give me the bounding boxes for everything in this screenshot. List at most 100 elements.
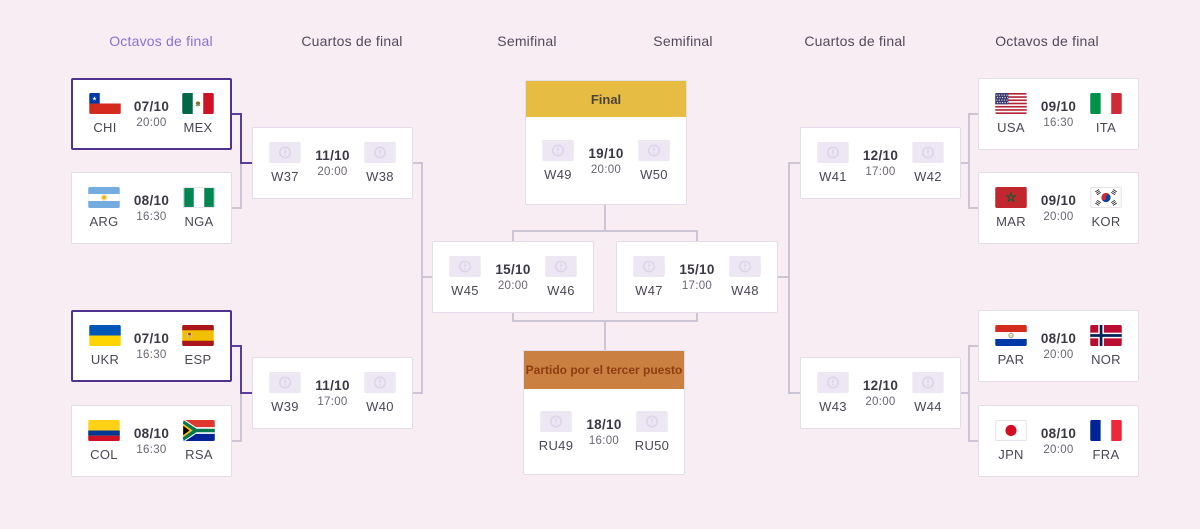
match-card-chi-mex[interactable]: CHI 07/10 20:00 MEX [71, 78, 232, 150]
match-time: 16:30 [136, 444, 167, 456]
match-time: 20:00 [497, 280, 529, 292]
match-time: 20:00 [136, 117, 167, 129]
quarterfinal-card-w37-w38[interactable]: W37 11/10 20:00 W38 [252, 127, 413, 199]
bracket-connector [968, 440, 978, 442]
bracket-connector [421, 276, 432, 278]
flag-france-icon [1090, 420, 1122, 441]
team-code: NOR [1091, 352, 1121, 367]
team-code: MAR [996, 214, 1026, 229]
match-schedule: 12/10 20:00 [863, 378, 898, 408]
bracket-connector [240, 392, 252, 394]
bracket-connector [240, 162, 252, 164]
team-home: COL [85, 420, 123, 462]
match-date: 11/10 [315, 148, 350, 163]
team-away: W42 [909, 142, 947, 184]
match-schedule: 07/10 16:30 [134, 331, 169, 361]
bracket-connector [240, 164, 242, 209]
match-time: 20:00 [1043, 211, 1074, 223]
bracket-connector [968, 207, 978, 209]
placeholder-flag-icon [449, 256, 481, 277]
match-time: 17:00 [681, 280, 713, 292]
team-code: W47 [635, 283, 663, 298]
quarterfinal-card-w43-w44[interactable]: W43 12/10 20:00 W44 [800, 357, 961, 429]
team-home: CHI [86, 93, 124, 135]
placeholder-flag-icon [636, 410, 668, 432]
match-date: 09/10 [1040, 99, 1077, 114]
placeholder-flag-icon [633, 256, 665, 277]
bracket-connector [968, 113, 978, 115]
placeholder-flag-icon [269, 142, 301, 163]
flag-japan-icon [995, 420, 1027, 441]
team-away: W50 [635, 139, 673, 182]
team-away: FRA [1087, 420, 1125, 462]
match-schedule: 11/10 20:00 [315, 148, 350, 178]
team-away: MEX [179, 93, 217, 135]
third-place-card[interactable]: Partido por el tercer puesto RU49 18/10 … [523, 350, 685, 475]
match-card-usa-ita[interactable]: USA 09/10 16:30 ITA [978, 78, 1139, 150]
match-schedule: 11/10 17:00 [315, 378, 350, 408]
round-header-octavos-left: Octavos de final [109, 33, 213, 49]
match-card-mar-kor[interactable]: MAR 09/10 20:00 KOR [978, 172, 1139, 244]
match-date: 07/10 [133, 331, 170, 346]
team-code: NGA [184, 214, 214, 229]
match-card-col-rsa[interactable]: COL 08/10 16:30 RSA [71, 405, 232, 477]
bracket-connector [778, 276, 790, 278]
team-away: W46 [542, 256, 580, 298]
match-card-arg-nga[interactable]: ARG 08/10 16:30 NGA [71, 172, 232, 244]
team-away: W48 [726, 256, 764, 298]
placeholder-flag-icon [364, 372, 396, 393]
team-code: UKR [90, 352, 120, 367]
match-date: 07/10 [133, 99, 170, 114]
match-date: 19/10 [588, 145, 624, 161]
bracket-connector [968, 113, 970, 209]
match-time: 16:30 [136, 211, 167, 223]
bracket-connector [961, 162, 969, 164]
placeholder-flag-icon [364, 142, 396, 163]
team-away: W40 [361, 372, 399, 414]
match-card-jpn-fra[interactable]: JPN 08/10 20:00 FRA [978, 405, 1139, 477]
flag-mexico-icon [182, 93, 214, 114]
team-home: PAR [992, 325, 1030, 367]
match-card-par-nor[interactable]: PAR 08/10 20:00 NOR [978, 310, 1139, 382]
team-away: KOR [1087, 187, 1125, 229]
team-home: UKR [86, 325, 124, 367]
team-home: ARG [85, 187, 123, 229]
flag-usa-icon [995, 93, 1027, 114]
match-schedule: 08/10 16:30 [134, 426, 169, 456]
match-date: 12/10 [862, 148, 899, 163]
bracket-connector [788, 392, 800, 394]
team-away: ESP [179, 325, 217, 367]
placeholder-flag-icon [817, 372, 849, 393]
bracket-connector [413, 392, 421, 394]
team-home: USA [992, 93, 1030, 135]
match-schedule: 09/10 20:00 [1041, 193, 1076, 223]
match-date: 11/10 [315, 378, 350, 393]
final-card[interactable]: Final W49 19/10 20:00 W50 [525, 80, 687, 205]
final-body: W49 19/10 20:00 W50 [526, 117, 686, 204]
round-header-semifinal-left: Semifinal [497, 33, 557, 49]
team-away: W38 [361, 142, 399, 184]
bracket-connector [240, 394, 242, 442]
match-schedule: 07/10 20:00 [134, 99, 169, 129]
semifinal-card-w47-w48[interactable]: W47 15/10 17:00 W48 [616, 241, 778, 313]
quarterfinal-card-w41-w42[interactable]: W41 12/10 17:00 W42 [800, 127, 961, 199]
flag-colombia-icon [88, 420, 120, 441]
semifinal-card-w45-w46[interactable]: W45 15/10 20:00 W46 [432, 241, 594, 313]
flag-ukraine-icon [89, 325, 121, 346]
placeholder-flag-icon [545, 256, 577, 277]
round-header-cuartos-left: Cuartos de final [301, 33, 403, 49]
team-code: ESP [184, 352, 212, 367]
team-away: ITA [1087, 93, 1125, 135]
team-code: KOR [1091, 214, 1121, 229]
team-home: W43 [814, 372, 852, 414]
match-date: 18/10 [586, 416, 622, 432]
match-schedule: 08/10 20:00 [1041, 426, 1076, 456]
quarterfinal-card-w39-w40[interactable]: W39 11/10 17:00 W40 [252, 357, 413, 429]
match-card-ukr-esp[interactable]: UKR 07/10 16:30 ESP [71, 310, 232, 382]
team-code: ITA [1095, 120, 1117, 135]
team-code: W40 [366, 399, 394, 414]
placeholder-flag-icon [269, 372, 301, 393]
round-header-semifinal-right: Semifinal [653, 33, 713, 49]
team-home: W49 [539, 139, 577, 182]
